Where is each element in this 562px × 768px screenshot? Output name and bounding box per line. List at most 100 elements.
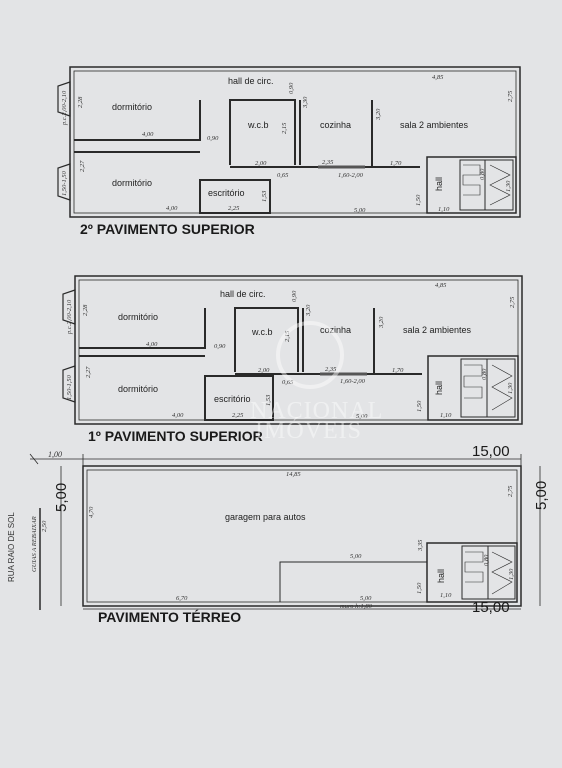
room-label-escritorio: escritório <box>214 394 251 404</box>
dim-5-right: 5,00 <box>533 481 550 510</box>
dim-160: 1,60-2,00 <box>340 378 366 385</box>
dim-160: 1,60-2,00 <box>338 172 364 179</box>
watermark-logo-icon <box>276 321 344 389</box>
dim-228: 2,28 <box>82 304 89 316</box>
dim-227: 2,27 <box>79 160 86 172</box>
dim-090a: 0,90 <box>291 290 298 302</box>
second-floor-plan: hall de circ. dormitório dormitório w.c.… <box>57 66 521 237</box>
dim-153: 1,53 <box>261 190 268 202</box>
dim-110: 1,10 <box>440 412 452 419</box>
dim-065: 0,65 <box>277 172 289 179</box>
street-name: RUA RAIO DE SOL <box>7 512 16 582</box>
dim-090a: 0,90 <box>288 82 295 94</box>
room-label-hall-circ: hall de circ. <box>220 289 266 299</box>
dim-235: 2,35 <box>325 366 337 373</box>
dim-485: 4,85 <box>435 282 447 289</box>
street-dim: 2,50 <box>41 520 48 532</box>
dim-215: 2,15 <box>281 122 288 134</box>
dim-500: 5,00 <box>354 207 366 214</box>
room-label-cozinha: cozinha <box>320 120 351 130</box>
watermark-line2: IMÓVEIS <box>255 417 362 444</box>
street-guias: GUIAS A REBAIXAR <box>31 516 38 572</box>
room-label-dorm2: dormitório <box>118 384 158 394</box>
room-label-wcb: w.c.b <box>247 120 269 130</box>
dim-275: 2,75 <box>507 485 514 497</box>
dim-500: 5,00 <box>356 413 368 420</box>
dim-670: 6,70 <box>176 595 188 602</box>
ground-floor-plan: garagem para autos hall 14,85 2,75 4,70 … <box>29 443 550 625</box>
dim-15-top: 15,00 <box>472 443 510 460</box>
dim-100: 1,00 <box>48 450 62 459</box>
room-label-hall: hall <box>434 381 444 395</box>
dim-330a: 3,30 <box>302 96 309 109</box>
dim-110: 1,10 <box>440 592 452 599</box>
dim-065: 0,65 <box>282 379 294 386</box>
room-label-cozinha: cozinha <box>320 325 351 335</box>
room-label-sala: sala 2 ambientes <box>403 325 472 335</box>
room-label-hall-circ: hall de circ. <box>228 76 274 86</box>
dim-335: 3,35 <box>417 539 424 552</box>
stair-steps-zigzag <box>489 164 511 206</box>
ground-floor-title: PAVIMENTO TÉRREO <box>98 609 241 625</box>
dim-090b: 0,90 <box>207 135 219 142</box>
window-label-2: 1,50-1,50 <box>61 170 68 196</box>
dim-330a: 3,20 <box>305 304 312 317</box>
window-label-2: 1,50-1,50 <box>66 374 73 400</box>
dim-153: 1,53 <box>265 394 272 406</box>
stair-steps <box>464 551 484 583</box>
first-floor-title: 1º PAVIMENTO SUPERIOR <box>88 428 263 444</box>
dim-110: 1,10 <box>438 206 450 213</box>
bay-window-1 <box>62 289 76 325</box>
room-label-dorm2: dormitório <box>112 178 152 188</box>
staircase <box>459 159 514 211</box>
inner-wall <box>279 561 427 602</box>
bay-window-1 <box>57 81 71 117</box>
room-label-hall: hall <box>436 569 446 583</box>
muro-label: muro h:1,80 <box>340 603 373 610</box>
dorm1-wall <box>79 308 206 349</box>
second-floor-inner-outline <box>73 70 517 214</box>
first-floor-inner-outline <box>78 279 519 421</box>
stair-steps-zigzag <box>491 364 513 411</box>
dorm1-wall <box>74 100 201 141</box>
ground-floor-inner-outline <box>86 469 518 603</box>
dim-130: 1,30 <box>505 180 512 192</box>
dim-200: 2,00 <box>255 160 267 167</box>
window-label-1: p.c.2,00-2,10 <box>61 90 68 126</box>
dim-400a: 4,00 <box>142 131 154 138</box>
dim-150: 1,50 <box>415 194 422 206</box>
stair-steps <box>462 164 481 196</box>
dim-150: 1,50 <box>416 400 423 412</box>
wcb-wall <box>234 307 299 372</box>
dim-200: 2,00 <box>258 367 270 374</box>
wcb-wall <box>229 99 296 165</box>
dim-130: 1,30 <box>508 568 515 580</box>
stair-hall-wall <box>427 355 519 421</box>
bay-window-2 <box>62 365 76 403</box>
dim-225: 2,25 <box>228 205 240 212</box>
dim-275: 2,75 <box>507 90 514 102</box>
dim-080: 0,80 <box>481 368 488 380</box>
dim-400b: 4,00 <box>166 205 178 212</box>
room-label-garagem: garagem para autos <box>225 512 306 522</box>
second-floor-title: 2º PAVIMENTO SUPERIOR <box>80 221 255 237</box>
dim-330b: 3,20 <box>378 316 385 329</box>
dim-1485: 14,85 <box>286 471 301 478</box>
dim-485: 4,85 <box>432 74 444 81</box>
dim-080: 0,80 <box>479 168 486 180</box>
dim-090b: 0,90 <box>214 343 226 350</box>
window-label-1: p.c.2,00-2,10 <box>66 299 73 335</box>
dim-400a: 4,00 <box>146 341 158 348</box>
first-floor-outline <box>74 275 523 425</box>
dim-400b: 4,00 <box>172 412 184 419</box>
room-label-hall: hall <box>434 177 444 191</box>
ground-floor-outline <box>82 465 522 607</box>
dim-170: 1,70 <box>392 367 404 374</box>
stair-steps <box>463 364 483 399</box>
watermark: NACIONAL IMÓVEIS <box>250 321 382 444</box>
dim-500a: 5,00 <box>350 553 362 560</box>
bay-window-2 <box>57 163 71 201</box>
dim-225: 2,25 <box>232 412 244 419</box>
dim-215: 2,15 <box>284 330 291 342</box>
